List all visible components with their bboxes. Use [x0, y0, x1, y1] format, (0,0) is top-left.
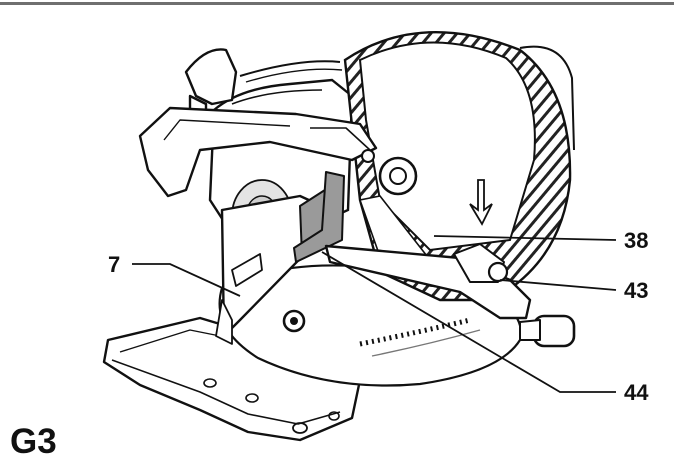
callout-43: 43 [624, 278, 648, 303]
callout-38: 38 [624, 228, 648, 253]
leader-38 [433, 235, 617, 241]
leader-44 [321, 251, 616, 393]
miter-lock-arm [324, 243, 576, 348]
leader-43 [499, 279, 617, 291]
fence [215, 171, 345, 345]
top-divider [0, 2, 674, 5]
callout-44: 44 [624, 380, 649, 405]
callout-leaders [132, 235, 617, 393]
blade-guard [343, 31, 575, 302]
leader-7 [132, 263, 241, 297]
callout-7: 7 [108, 252, 120, 277]
figure-label: G3 [10, 422, 57, 461]
operating-handle-arm [138, 106, 418, 198]
